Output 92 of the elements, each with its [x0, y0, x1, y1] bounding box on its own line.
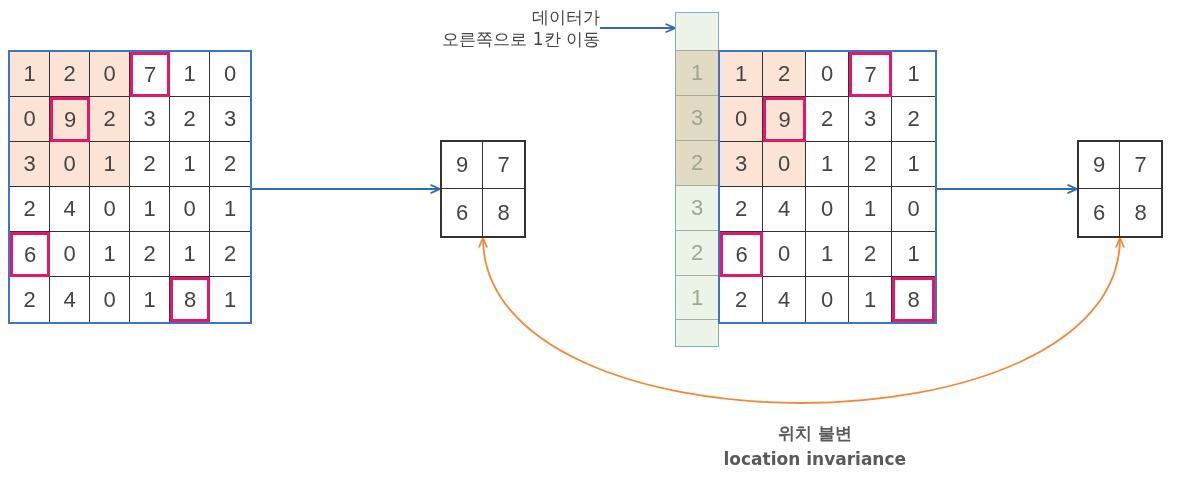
grid-cell: 7 [1120, 142, 1161, 189]
grid-cell: 0 [50, 232, 90, 277]
number-column [675, 12, 719, 347]
highlighted-cell: 8 [892, 277, 935, 322]
grid-cell: 3 [130, 97, 170, 142]
grid-cell: 2 [849, 142, 892, 187]
grid-cell: 0 [90, 277, 130, 322]
note-text: 데이터가 오른쪽으로 1칸 이동 [442, 6, 600, 51]
grid-cell: 2 [170, 97, 210, 142]
grid-cell: 0 [210, 52, 250, 97]
grid-cell: 3 [849, 97, 892, 142]
curved-arrow [480, 237, 1123, 404]
shaded-cell: 2 [90, 97, 130, 142]
arrow [251, 184, 441, 194]
grid-cell: 1 [892, 142, 935, 187]
grid-cell: 2 [720, 187, 763, 232]
highlighted-cell: 8 [170, 277, 210, 322]
grid-cell: 9 [1079, 142, 1120, 189]
annotation-text: location invariance [723, 449, 907, 469]
grid-cell: 3 [210, 97, 250, 142]
shaded-cell: 2 [763, 52, 806, 97]
grid-cell: 1 [806, 232, 849, 277]
output-grid [440, 140, 526, 238]
grid-cell: 2 [130, 142, 170, 187]
highlighted-cell: 6 [10, 232, 50, 277]
grid-cell: 0 [90, 187, 130, 232]
shaded-cell: 1 [90, 142, 130, 187]
grid-cell: 4 [50, 277, 90, 322]
arrow [936, 184, 1078, 194]
shaded-cell: 3 [10, 142, 50, 187]
grid-cell: 2 [892, 97, 935, 142]
grid-cell: 1 [892, 52, 935, 97]
grid-cell: 9 [442, 142, 483, 189]
grid-cell: 2 [806, 97, 849, 142]
shaded-cell: 0 [50, 142, 90, 187]
highlighted-cell: 7 [849, 52, 892, 97]
grid-cell: 2 [676, 230, 718, 275]
number-grid [718, 50, 937, 324]
grid-cell-text: 1 [222, 285, 238, 314]
grid-cell: 0 [892, 187, 935, 232]
grid-cell: 4 [763, 187, 806, 232]
grid-cell: 6 [1079, 189, 1120, 236]
shaded-cell: 2 [50, 52, 90, 97]
output-grid [1077, 140, 1163, 238]
grid-cell-text: 8 [496, 198, 511, 227]
grid-cell: 2 [10, 277, 50, 322]
grid-cell: 4 [763, 277, 806, 322]
grid-cell: 1 [892, 232, 935, 277]
grid-cell: 4 [50, 187, 90, 232]
grid-cell: 1 [170, 232, 210, 277]
grid-cell: 1 [849, 277, 892, 322]
grid-cell: 1 [676, 275, 718, 320]
grid-cell: 2 [849, 232, 892, 277]
grid-cell: 0 [806, 52, 849, 97]
grid-cell: 7 [483, 142, 524, 189]
grid-cell: 0 [806, 187, 849, 232]
grid-cell: 3 [676, 185, 718, 230]
shaded-cell: 0 [763, 142, 806, 187]
shaded-cell: 3 [676, 95, 718, 140]
shaded-cell: 0 [10, 97, 50, 142]
shaded-cell: 1 [720, 52, 763, 97]
grid-cell: 1 [130, 277, 170, 322]
grid-cell: 2 [210, 232, 250, 277]
annotation-text: 위치 불변 [778, 422, 852, 445]
grid-cell: 1 [170, 52, 210, 97]
grid-cell: 1 [210, 187, 250, 232]
arrow [599, 23, 676, 33]
shaded-cell: 2 [676, 140, 718, 185]
shaded-cell: 3 [720, 142, 763, 187]
highlighted-cell: 9 [763, 97, 806, 142]
grid-cell: 2 [720, 277, 763, 322]
shaded-cell: 1 [676, 50, 718, 95]
grid-cell: 0 [170, 187, 210, 232]
highlighted-cell: 7 [130, 52, 170, 97]
grid-cell: 1 [170, 142, 210, 187]
shaded-cell: 1 [10, 52, 50, 97]
shaded-cell: 0 [90, 52, 130, 97]
grid-cell: 1 [90, 232, 130, 277]
grid-cell: 2 [210, 142, 250, 187]
grid-cell: 1 [806, 142, 849, 187]
grid-cell: 1 [130, 187, 170, 232]
number-grid [8, 50, 252, 324]
grid-cell: 0 [806, 277, 849, 322]
grid-cell: 1 [849, 187, 892, 232]
grid-cell: 6 [442, 189, 483, 236]
highlighted-cell: 9 [50, 97, 90, 142]
highlighted-cell: 6 [720, 232, 763, 277]
grid-cell: 2 [10, 187, 50, 232]
shaded-cell: 0 [720, 97, 763, 142]
grid-cell: 2 [130, 232, 170, 277]
grid-cell-text: 8 [1133, 198, 1148, 227]
grid-cell: 0 [763, 232, 806, 277]
